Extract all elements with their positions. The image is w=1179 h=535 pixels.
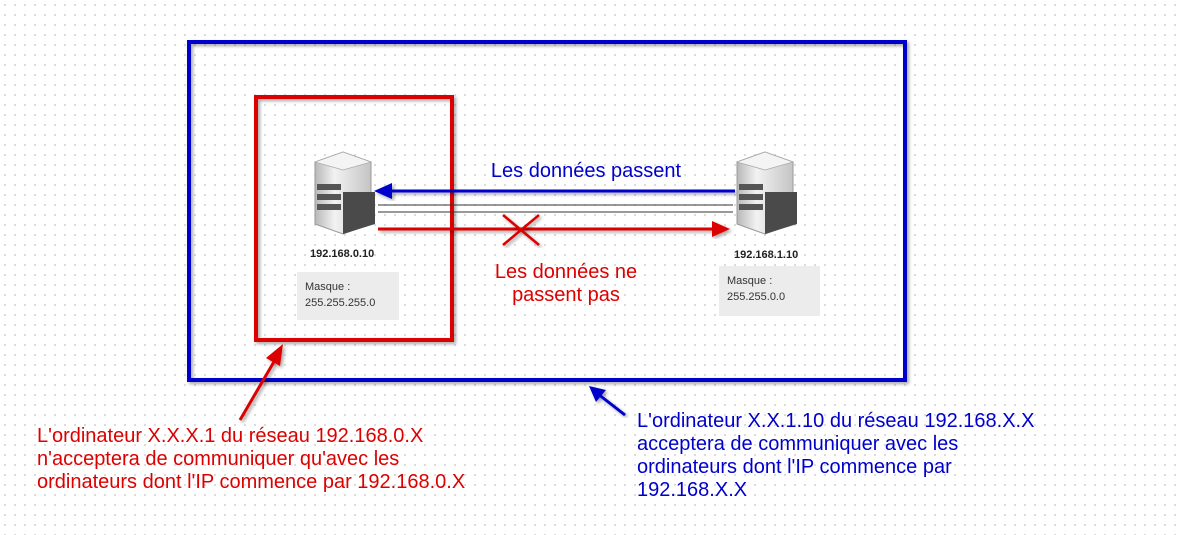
note-blue-line: 192.168.X.X [637,479,748,501]
label-data-blocked-line1: Les données ne [494,261,638,283]
label-data-blocked-line2: passent pas [512,284,620,306]
left-ip-label: 192.168.0.10 [310,248,375,260]
note-red-line: L'ordinateur X.X.X.1 du réseau 192.168.0… [37,425,424,447]
computer-frame-red [254,95,454,342]
right-mask-box: Masque : 255.255.0.0 [719,266,820,316]
x-cross-icon [502,214,540,246]
note-red-line: ordinateurs dont l'IP commence par 192.1… [37,471,466,493]
server-icon [313,151,375,235]
label-data-passing: Les données passent [490,160,682,182]
right-mask-label: Masque : [727,275,773,287]
note-blue: L'ordinateur X.X.1.10 du réseau 192.168.… [637,410,1034,502]
note-blue-line: ordinateurs dont l'IP commence par [637,456,952,478]
left-mask-box: Masque : 255.255.255.0 [297,272,399,320]
pointer-arrow-red [238,344,283,421]
note-blue-line: L'ordinateur X.X.1.10 du réseau 192.168.… [637,410,1035,432]
pointer-arrow-blue [589,386,626,417]
right-mask-value: 255.255.0.0 [727,291,786,303]
arrow-data-passing [374,183,735,199]
arrow-data-blocked [378,221,730,237]
note-red: L'ordinateur X.X.X.1 du réseau 192.168.0… [37,425,465,494]
left-mask-value: 255.255.255.0 [305,297,376,309]
label-data-blocked: Les données ne passent pas [466,261,666,307]
server-icon [735,151,797,235]
left-mask-label: Masque : [305,281,351,293]
right-ip-label: 192.168.1.10 [734,249,799,261]
network-frame-blue [187,40,907,382]
note-red-line: n'acceptera de communiquer qu'avec les [37,448,400,470]
note-blue-line: acceptera de communiquer avec les [637,433,959,455]
